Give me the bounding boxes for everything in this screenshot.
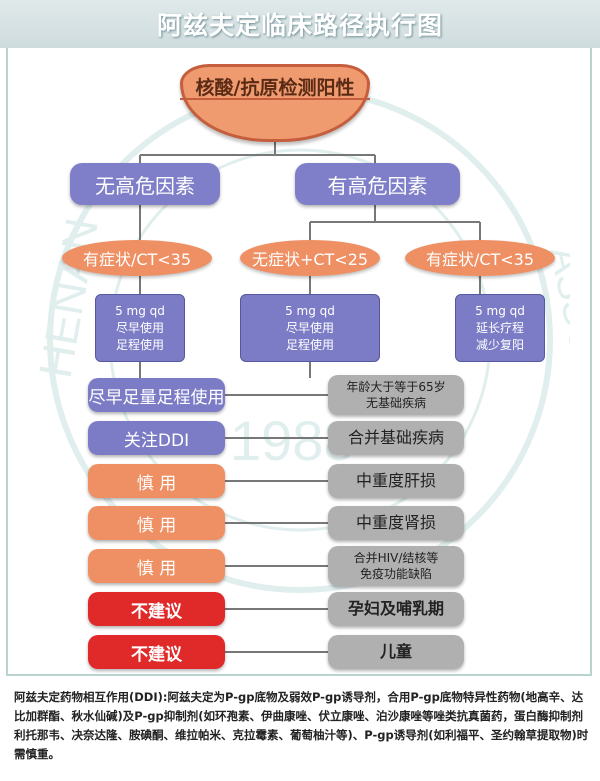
no-risk-node: 无高危因素 — [70, 163, 220, 205]
condition-node-1: 有症状/CT<35 — [62, 240, 212, 276]
row-6-condition: 孕妇及哺乳期 — [328, 592, 464, 626]
dose-node-2: 5 mg qd 尽早使用 足程使用 — [240, 294, 380, 362]
dose-1-line-1: 5 mg qd — [115, 303, 165, 318]
row-5-condition: 合并HIV/结核等 免疫功能缺陷 — [328, 546, 464, 586]
row-6-condition-line-1: 孕妇及哺乳期 — [347, 599, 444, 618]
row-5-condition-line-2: 免疫功能缺陷 — [359, 567, 432, 581]
condition-label-3: 有症状/CT<35 — [425, 250, 535, 269]
condition-label-1: 有症状/CT<35 — [82, 250, 192, 269]
no-risk-label: 无高危因素 — [95, 173, 195, 198]
dose-1-line-3: 足程使用 — [115, 337, 164, 352]
condition-node-2: 无症状+CT<25 — [240, 240, 380, 276]
row-2-recommendation: 关注DDI — [88, 421, 225, 455]
row-5-condition-line-1: 合并HIV/结核等 — [353, 551, 439, 565]
row-4-recommendation-label: 慎 用 — [136, 515, 177, 536]
row-4-condition: 中重度肾损 — [328, 506, 464, 540]
dose-3-line-2: 延长疗程 — [475, 320, 524, 335]
dose-node-3: 5 mg qd 延长疗程 减少复阳 — [455, 294, 545, 362]
dose-2-line-2: 尽早使用 — [285, 320, 334, 335]
dose-node-1: 5 mg qd 尽早使用 足程使用 — [95, 294, 185, 362]
row-1-condition-line-1: 年龄大于等于65岁 — [346, 380, 446, 394]
root-label: 核酸/抗原检测阳性 — [195, 77, 355, 99]
row-3-condition-line-1: 中重度肝损 — [355, 471, 436, 490]
dose-2-line-1: 5 mg qd — [285, 303, 335, 318]
row-7-recommendation-label: 不建议 — [131, 644, 182, 665]
row-1-condition: 年龄大于等于65岁 无基础疾病 — [328, 375, 464, 415]
row-7-condition: 儿童 — [328, 635, 464, 669]
root-node-band — [180, 98, 370, 100]
row-6-recommendation-label: 不建议 — [131, 601, 182, 622]
row-3-recommendation: 慎 用 — [88, 464, 225, 498]
row-1-recommendation-label: 尽早足量足程使用 — [88, 387, 225, 408]
row-1-condition-line-2: 无基础疾病 — [365, 396, 426, 410]
row-2-condition-line-1: 合并基础疾病 — [347, 428, 444, 447]
row-3-recommendation-label: 慎 用 — [136, 473, 177, 494]
row-7-recommendation: 不建议 — [88, 635, 225, 669]
row-6-recommendation: 不建议 — [88, 592, 225, 626]
row-4-condition-line-1: 中重度肾损 — [355, 513, 436, 532]
dose-3-line-1: 5 mg qd — [475, 303, 525, 318]
row-5-recommendation: 慎 用 — [88, 549, 225, 583]
dose-1-line-2: 尽早使用 — [115, 320, 164, 335]
page-title: 阿兹夫定临床路径执行图 — [0, 0, 600, 48]
ddi-footnote: 阿兹夫定药物相互作用(DDI):阿兹夫定为P-gp底物及弱效P-gp诱导剂，合用… — [14, 690, 589, 761]
dose-3-line-3: 减少复阳 — [475, 337, 524, 352]
dose-2-line-3: 足程使用 — [285, 337, 334, 352]
has-risk-node: 有高危因素 — [295, 163, 460, 205]
row-5-recommendation-label: 慎 用 — [136, 558, 177, 579]
row-2-condition: 合并基础疾病 — [328, 421, 464, 455]
condition-node-3: 有症状/CT<35 — [405, 240, 555, 276]
row-1-recommendation: 尽早足量足程使用 — [88, 378, 225, 412]
row-7-condition-line-1: 儿童 — [379, 642, 412, 661]
condition-label-2: 无症状+CT<25 — [251, 250, 369, 269]
row-4-recommendation: 慎 用 — [88, 506, 225, 540]
has-risk-label: 有高危因素 — [327, 173, 428, 198]
row-2-recommendation-label: 关注DDI — [123, 430, 190, 451]
row-3-condition: 中重度肝损 — [328, 464, 464, 498]
